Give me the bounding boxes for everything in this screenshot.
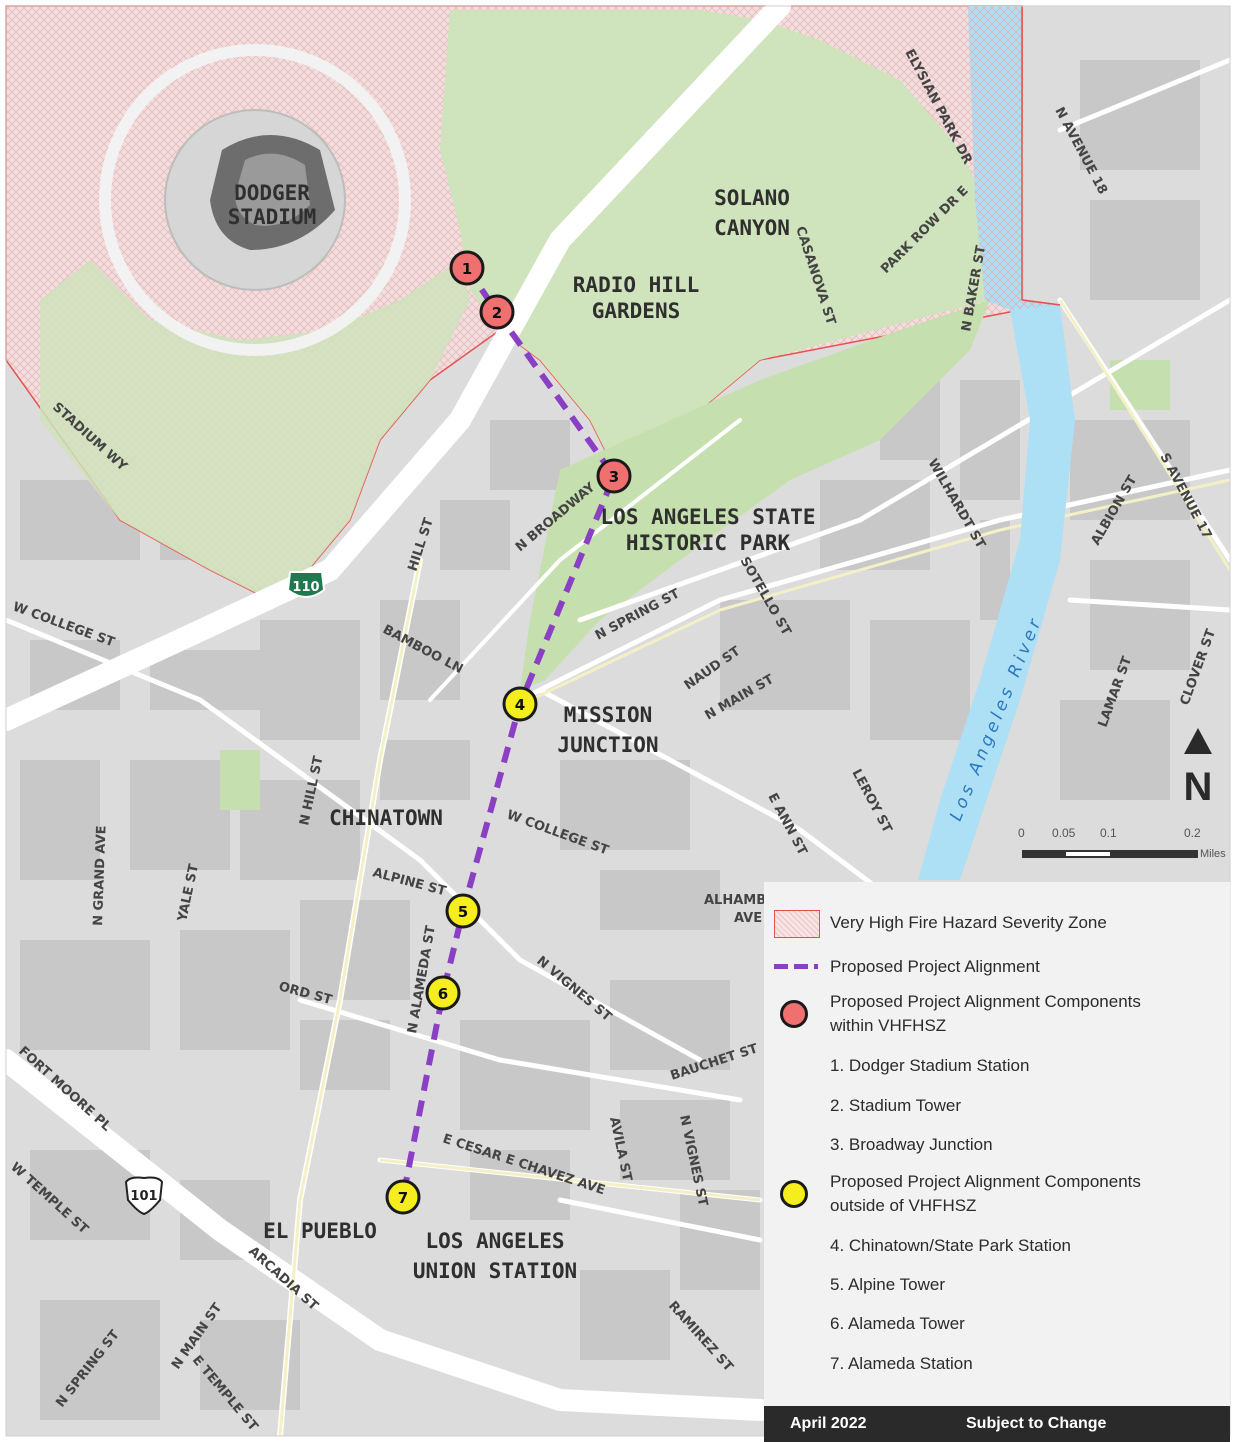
marker-4-label: 4: [515, 696, 525, 714]
scale-tick-0: 0: [1018, 826, 1025, 840]
street-alhambra-2: AVE: [734, 911, 762, 926]
footer-bar: April 2022 Subject to Change: [764, 1406, 1230, 1442]
hwy-110-number: 110: [292, 580, 319, 595]
legend-item-7: 7. Alameda Station: [830, 1354, 973, 1373]
street-n-grand-ave: N GRAND AVE: [91, 825, 109, 926]
scale-unit: Miles: [1200, 848, 1226, 860]
legend-outside-label-1: Proposed Project Alignment Components: [830, 1172, 1141, 1191]
la-state-historic-park: [520, 300, 990, 690]
solano-label-1: SOLANO: [714, 186, 790, 210]
dashed-line-icon: [774, 964, 818, 969]
state-park-label-1: LOS ANGELES STATE: [601, 505, 816, 529]
solano-canyon-park: [440, 10, 1000, 470]
mission-label-2: JUNCTION: [557, 733, 658, 757]
arterials: [278, 299, 1232, 1437]
marker-5: 5: [445, 893, 481, 929]
stadium-ring-road: [99, 44, 411, 356]
solano-label-2: CANYON: [714, 216, 790, 240]
legend-within-label-1: Proposed Project Alignment Components: [830, 992, 1141, 1011]
marker-3: 3: [596, 458, 632, 494]
marker-4: 4: [502, 686, 538, 722]
north-letter: N: [1184, 765, 1213, 808]
legend-item-3: 3. Broadway Junction: [830, 1135, 993, 1154]
hwy-110-shield: 110: [286, 571, 326, 598]
footer-date: April 2022: [790, 1415, 867, 1432]
marker-7-label: 7: [398, 1189, 408, 1207]
dodger-label-1: DODGER: [234, 181, 310, 205]
marker-3-label: 3: [609, 468, 619, 486]
scale-tick-2: 0.1: [1100, 826, 1117, 840]
hatch-swatch-icon: [774, 910, 820, 938]
legend-item-4: 4. Chinatown/State Park Station: [830, 1236, 1071, 1255]
radio-hill-label-1: RADIO HILL: [573, 273, 699, 297]
small-park-2: [220, 750, 260, 810]
legend-within-label-2: within VHFHSZ: [830, 1016, 947, 1035]
scale-bar-track: [1022, 850, 1198, 858]
marker-2-label: 2: [492, 304, 502, 322]
marker-1: 1: [449, 250, 485, 286]
north-arrow-icon: N: [1184, 728, 1213, 809]
legend-item-6: 6. Alameda Tower: [830, 1314, 965, 1333]
stadium-field: [235, 153, 310, 226]
district-labels: DODGER STADIUM SOLANO CANYON RADIO HILL …: [228, 181, 816, 1283]
marker-5-label: 5: [458, 903, 468, 921]
union-station-label-2: UNION STATION: [413, 1259, 577, 1283]
legend-item-5: 5. Alpine Tower: [830, 1275, 945, 1294]
small-park: [1110, 360, 1170, 410]
marker-6: 6: [425, 975, 461, 1011]
mission-label-1: MISSION: [564, 703, 653, 727]
legend-item-2: 2. Stadium Tower: [830, 1096, 962, 1115]
city-blocks: [20, 60, 1200, 1420]
river-hatch: [968, 6, 1060, 310]
marker-7: 7: [385, 1179, 421, 1215]
marker-6-label: 6: [438, 985, 448, 1003]
scale-tick-1: 0.05: [1052, 826, 1076, 840]
union-station-label-1: LOS ANGELES: [425, 1229, 564, 1253]
north-arrow: N: [1176, 728, 1220, 809]
scale-tick-3: 0.2: [1184, 826, 1201, 840]
scale-bar-segment: [1066, 852, 1110, 856]
state-park-label-2: HISTORIC PARK: [626, 531, 791, 555]
chinatown-label: CHINATOWN: [329, 806, 443, 830]
elysian-park-green: [40, 260, 470, 600]
el-pueblo-label: EL PUEBLO: [263, 1219, 377, 1243]
map-border: [5, 5, 1231, 1437]
yellow-circle-icon: [780, 1180, 808, 1208]
scale-bar: 0 0.05 0.1 0.2 Miles: [1018, 826, 1232, 866]
us-101-shield: 101: [124, 1176, 164, 1216]
legend-outside-label-2: outside of VHFHSZ: [830, 1196, 977, 1215]
marker-1-label: 1: [462, 260, 472, 278]
dodger-label-2: STADIUM: [228, 205, 317, 229]
legend-vhfhsz-label: Very High Fire Hazard Severity Zone: [830, 913, 1107, 932]
legend: Very High Fire Hazard Severity Zone Prop…: [764, 882, 1230, 1406]
legend-item-1: 1. Dodger Stadium Station: [830, 1056, 1030, 1075]
footer-note: Subject to Change: [966, 1415, 1107, 1432]
radio-hill-label-2: GARDENS: [592, 299, 681, 323]
marker-2: 2: [479, 294, 515, 330]
red-circle-icon: [780, 1000, 808, 1028]
legend-alignment-label: Proposed Project Alignment: [830, 957, 1040, 976]
us-101-number: 101: [130, 1189, 157, 1204]
